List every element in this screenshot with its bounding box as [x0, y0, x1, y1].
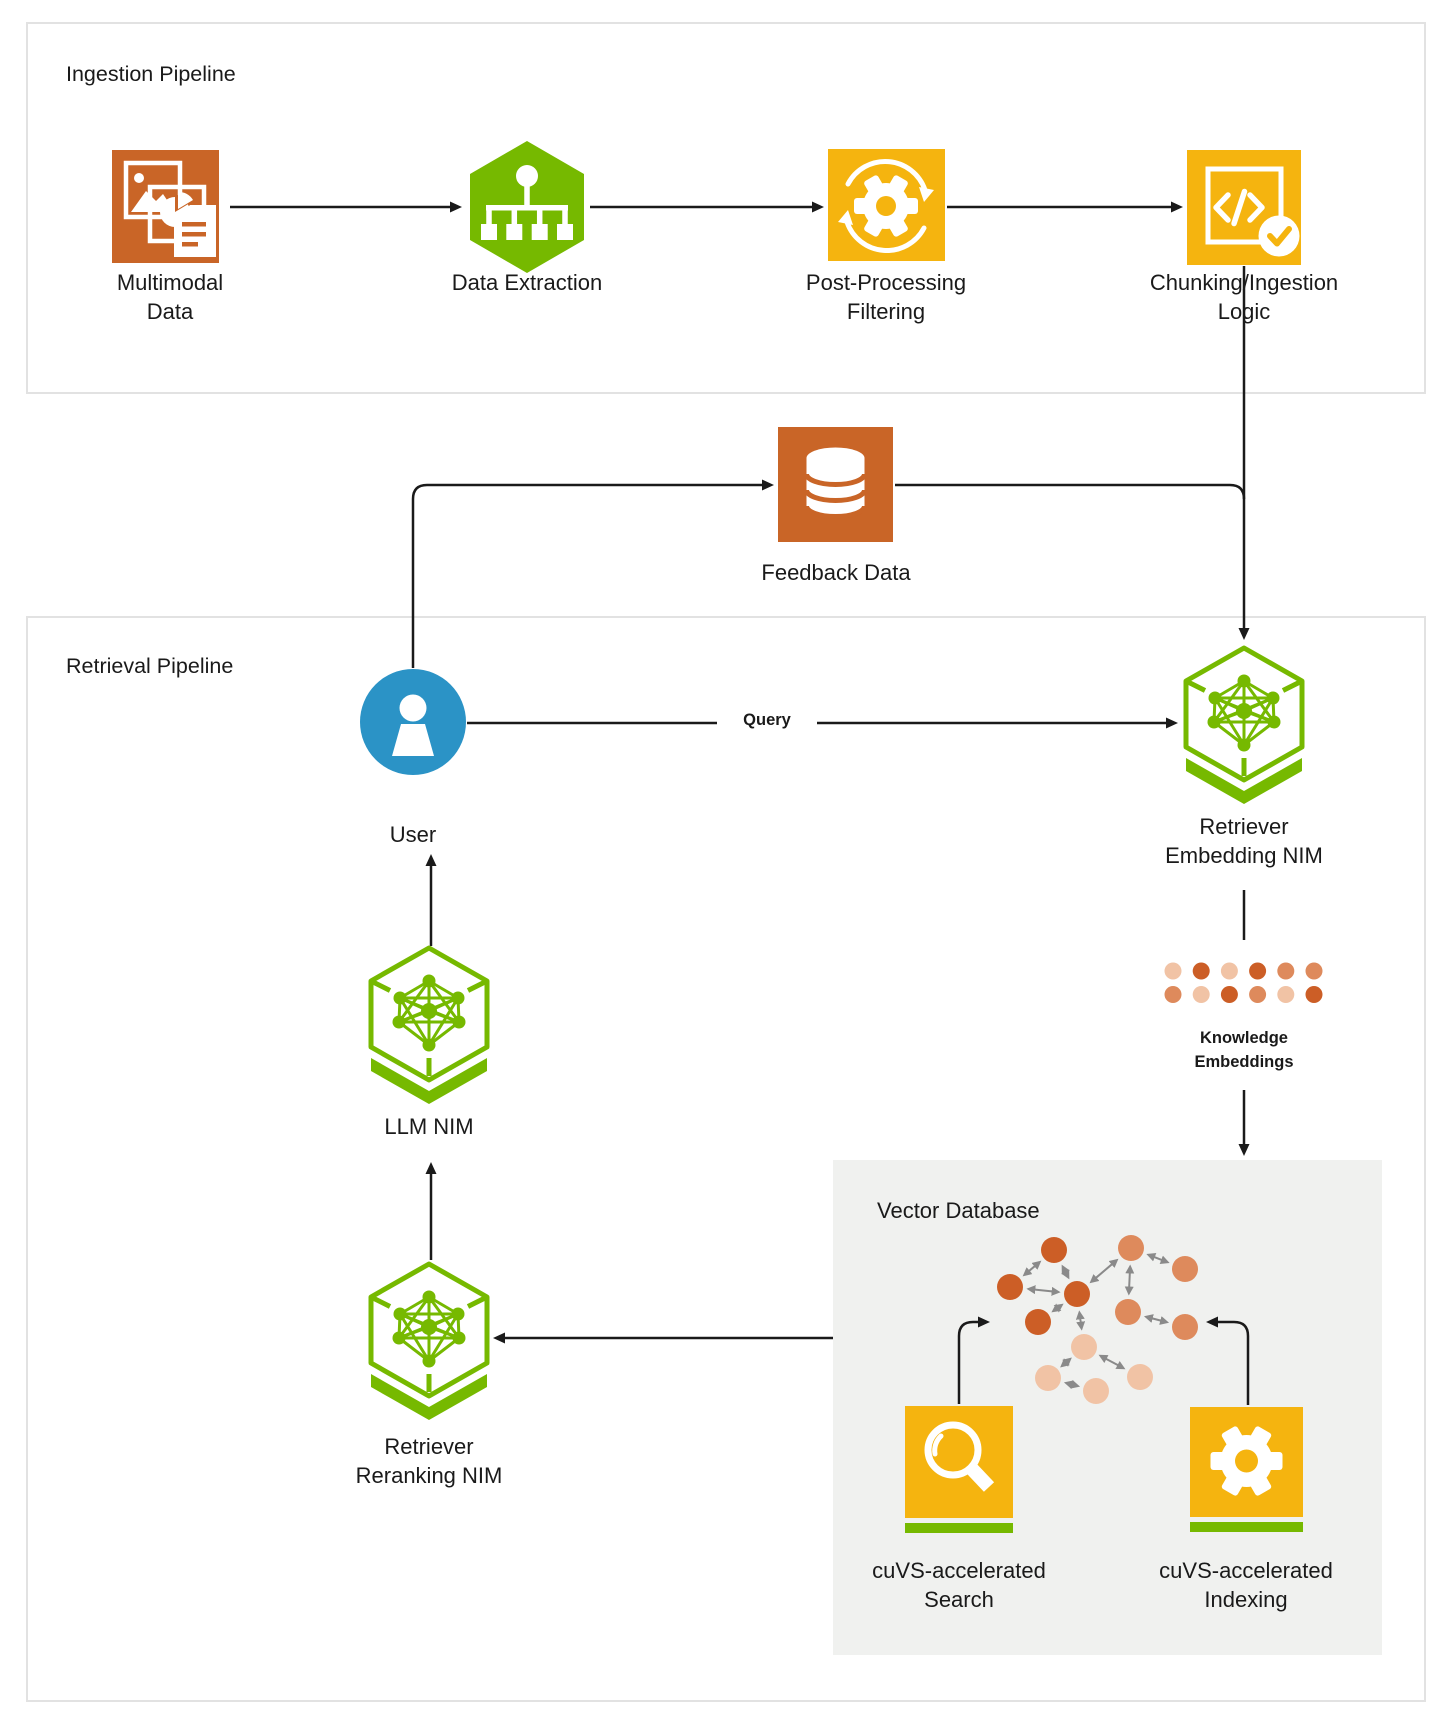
graph-edge-arrow	[1089, 1258, 1119, 1284]
nvidia-green-bar	[905, 1523, 1013, 1533]
line-feedback-join	[895, 483, 1246, 500]
embedding-dot	[1249, 962, 1267, 980]
graph-edge-arrow	[1098, 1354, 1126, 1370]
nvidia-green-bar	[1190, 1522, 1303, 1532]
reranking-nim-label: Retriever Reranking NIM	[355, 1434, 503, 1488]
vector-database-title: Vector Database	[877, 1198, 1040, 1223]
embedding-dot	[1277, 986, 1295, 1003]
nim-hexagon-icon	[363, 1256, 495, 1424]
chunking-label: Chunking/Ingestion Logic	[1149, 270, 1339, 324]
feedback-data-label: Feedback Data	[761, 560, 911, 585]
embedding-dot	[1192, 962, 1210, 980]
graph-edge-arrow	[1061, 1264, 1070, 1280]
embedding-dot	[1249, 986, 1267, 1003]
database-icon	[778, 427, 893, 542]
vector-dot	[1115, 1299, 1141, 1325]
graph-edge-arrow	[1026, 1285, 1061, 1296]
cuvs-indexing-label: cuVS-accelerated Indexing	[1159, 1558, 1333, 1612]
gear-icon	[1190, 1407, 1303, 1517]
generated-dots-layer	[997, 962, 1323, 1404]
embedding-dot	[1192, 986, 1210, 1003]
arrow-indexing-to-graph	[1206, 1316, 1250, 1405]
query-label: Query	[717, 711, 817, 730]
gear-sync-icon	[828, 149, 945, 261]
embedding-dot	[1164, 986, 1182, 1003]
embedding-dot	[1220, 986, 1238, 1003]
vector-dot	[1025, 1309, 1051, 1335]
data-extraction-label: Data Extraction	[451, 270, 603, 295]
person-icon	[360, 669, 466, 775]
embedding-dot	[1220, 962, 1238, 980]
vector-dot	[1083, 1378, 1109, 1404]
vector-dot	[1035, 1365, 1061, 1391]
embedding-nim-label: Retriever Embedding NIM	[1165, 814, 1323, 868]
graph-edge-arrow	[1022, 1260, 1042, 1277]
nim-hexagon-icon	[1178, 640, 1310, 808]
vector-dot	[1172, 1314, 1198, 1340]
vector-dot	[1172, 1256, 1198, 1282]
arrow-user-to-feedback	[411, 479, 774, 668]
vector-dot	[1127, 1364, 1153, 1390]
vector-dot	[1064, 1281, 1090, 1307]
nim-hexagon-icon	[363, 940, 495, 1108]
multimodal-data-label: Multimodal Data	[116, 270, 224, 324]
vector-dot	[997, 1274, 1023, 1300]
embedding-dot	[1277, 962, 1295, 980]
embedding-dot	[1305, 986, 1323, 1003]
graph-edge-arrow	[1143, 1314, 1170, 1325]
vector-dot	[1071, 1334, 1097, 1360]
hierarchy-tree-hexagon-icon	[470, 141, 584, 273]
vector-dot	[1041, 1237, 1067, 1263]
knowledge-embeddings-label: Knowledge Embeddings	[1194, 1029, 1294, 1071]
ingestion-pipeline-title: Ingestion Pipeline	[66, 62, 236, 86]
arrow-search-to-graph	[957, 1316, 990, 1404]
images-documents-icon	[112, 150, 219, 263]
cuvs-search-label: cuVS-accelerated Search	[872, 1558, 1046, 1612]
vector-dot	[1118, 1235, 1144, 1261]
code-check-icon	[1187, 150, 1301, 265]
user-label: User	[389, 822, 437, 847]
magnifier-icon	[905, 1406, 1013, 1518]
graph-edge-arrow	[1075, 1310, 1086, 1331]
graph-edge-arrow	[1124, 1264, 1135, 1296]
embedding-dot	[1305, 962, 1323, 980]
post-processing-label: Post-Processing Filtering	[805, 270, 967, 324]
graph-edge-arrow	[1146, 1253, 1170, 1264]
retrieval-pipeline-title: Retrieval Pipeline	[66, 654, 234, 678]
embedding-dot	[1164, 962, 1182, 980]
llm-nim-label: LLM NIM	[384, 1114, 474, 1139]
